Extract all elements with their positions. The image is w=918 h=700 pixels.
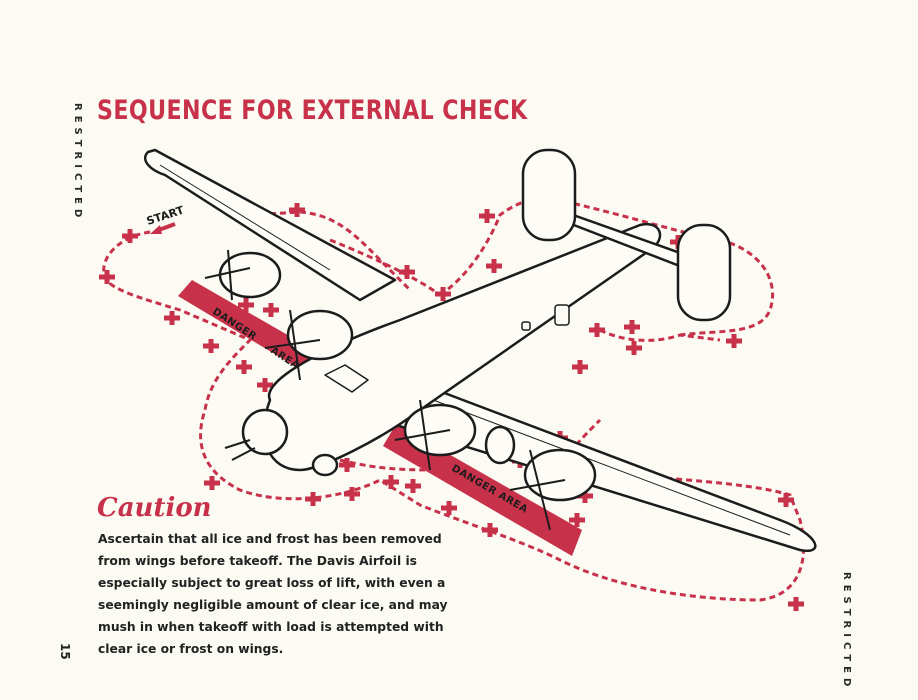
- start-arrow-icon: [150, 222, 176, 234]
- caution-text: Ascertain that all ice and frost has bee…: [98, 528, 448, 660]
- fuselage-window: [521, 321, 531, 331]
- checkpoint-cross: [204, 476, 220, 490]
- checkpoints: [99, 203, 804, 611]
- waist-window: [554, 304, 570, 326]
- aircraft: [143, 148, 817, 553]
- checkpoint-cross: [399, 265, 415, 279]
- start-label: START: [145, 203, 186, 227]
- caution-line: Ascertain that all ice and frost has bee…: [98, 532, 442, 546]
- checkpoint-cross: [589, 323, 605, 337]
- caution-line: especially subject to great loss of lift…: [98, 576, 446, 590]
- engine-nacelle-3: [403, 403, 477, 457]
- caution-heading: Caution: [97, 493, 212, 523]
- checkpoint-cross: [383, 475, 399, 489]
- tail-fin-left: [521, 148, 577, 242]
- nose-gun: [224, 439, 251, 449]
- checkpoint-cross: [263, 303, 279, 317]
- tail-fin-right: [676, 223, 732, 322]
- caution-line: clear ice or frost on wings.: [98, 642, 284, 656]
- checkpoint-cross: [482, 523, 498, 537]
- nose-gun: [231, 447, 256, 461]
- checkpoint-cross: [122, 229, 138, 243]
- left-wing-flap-line: [159, 164, 331, 271]
- checkpoint-cross: [486, 259, 502, 273]
- checkpoint-cross: [164, 311, 180, 325]
- propeller-icon: [509, 449, 566, 531]
- checkpoint-cross: [238, 298, 254, 312]
- start-marker: START: [145, 203, 186, 234]
- nose-wheel: [311, 453, 339, 477]
- checkpoint-cross: [339, 458, 355, 472]
- caution-line: seemingly negligible amount of clear ice…: [98, 598, 448, 612]
- checkpoint-cross: [479, 209, 495, 223]
- checkpoint-cross: [726, 334, 742, 348]
- main-wheel: [484, 425, 516, 465]
- propeller-icon: [204, 249, 251, 301]
- checkpoint-cross: [624, 320, 640, 334]
- checkpoint-cross: [435, 287, 451, 301]
- left-wing: [143, 148, 397, 302]
- cockpit-canopy: [324, 364, 369, 393]
- checkpoint-cross: [441, 501, 457, 515]
- engine-nacelle-2: [286, 309, 354, 361]
- checkpoint-cross: [203, 339, 219, 353]
- right-wing-flap-line: [419, 394, 791, 536]
- checkpoint-cross: [626, 341, 642, 355]
- path-segment-tail: [439, 196, 775, 337]
- checkpoint-cross: [305, 492, 321, 506]
- checkpoint-cross: [257, 378, 273, 392]
- path-segment-fuselage: [329, 238, 441, 297]
- checkpoint-cross: [405, 479, 421, 493]
- danger-band-right: [383, 424, 582, 556]
- checkpoint-cross: [577, 489, 593, 503]
- checkpoint-cross: [289, 203, 305, 217]
- engine-nacelle-4: [523, 448, 597, 502]
- checkpoint-cross: [236, 360, 252, 374]
- caution-line: from wings before takeoff. The Davis Air…: [98, 554, 417, 568]
- right-wing: [378, 378, 817, 553]
- propellers: [204, 249, 566, 531]
- page-number: 15: [58, 643, 72, 660]
- checkpoint-cross: [344, 487, 360, 501]
- propeller-icon: [394, 399, 451, 471]
- page-title: SEQUENCE FOR EXTERNAL CHECK: [97, 95, 528, 126]
- checkpoint-cross: [788, 597, 804, 611]
- checkpoint-cross: [572, 360, 588, 374]
- path-segment-wing-root: [249, 210, 412, 292]
- checkpoint-cross: [569, 513, 585, 527]
- path-segment-aft: [599, 328, 721, 342]
- nose-turret: [241, 408, 289, 456]
- restricted-label-right: RESTRICTED: [841, 572, 852, 692]
- propeller-icon: [264, 309, 321, 381]
- checkpoint-cross: [99, 270, 115, 284]
- checkpoint-cross: [778, 493, 794, 507]
- caution-line: mush in when takeoff with load is attemp…: [98, 620, 444, 634]
